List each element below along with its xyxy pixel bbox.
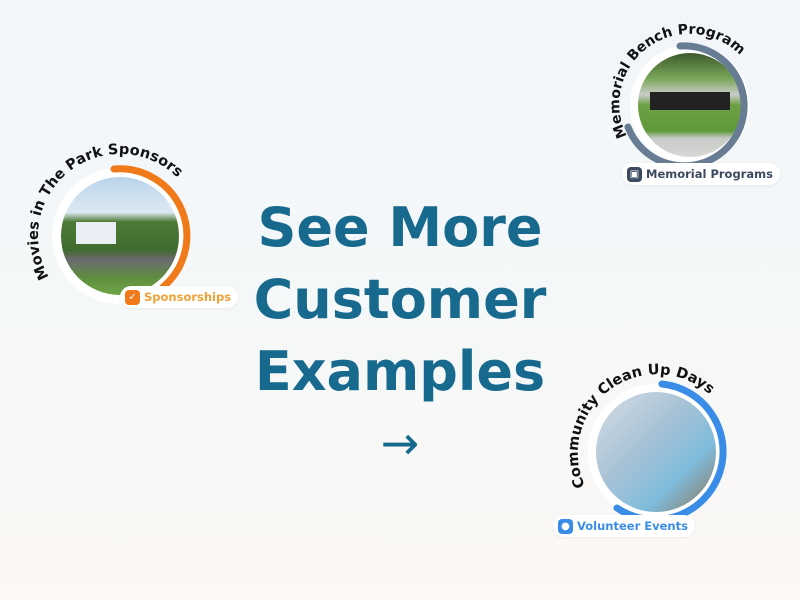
movie-screen <box>76 222 116 244</box>
headline-line: See More <box>257 196 543 259</box>
badge-volunteer-events[interactable]: ● Volunteer Events <box>553 515 695 537</box>
badge-label: Volunteer Events <box>577 519 688 533</box>
headline[interactable]: See More Customer Examples <box>150 192 650 408</box>
example-memorial-bench[interactable]: Memorial Bench Program <box>607 22 750 170</box>
people-icon: ● <box>558 518 573 534</box>
badge-label: Sponsorships <box>144 290 232 304</box>
badge-memorial-programs[interactable]: ▣ Memorial Programs <box>622 163 780 185</box>
gift-icon: ▣ <box>627 166 642 182</box>
accent-ring <box>624 42 748 170</box>
badge-label: Memorial Programs <box>646 167 773 181</box>
accent-ring <box>110 165 191 291</box>
check-badge-icon: ✓ <box>125 289 140 305</box>
cleanup-photo <box>596 392 716 512</box>
headline-line: Customer <box>253 268 547 331</box>
arrow-right-icon[interactable]: → <box>380 416 420 470</box>
bench-shape <box>650 92 730 110</box>
headline-line: Examples <box>254 340 546 403</box>
movies-photo <box>61 177 179 295</box>
badge-sponsorships[interactable]: ✓ Sponsorships <box>120 286 239 308</box>
